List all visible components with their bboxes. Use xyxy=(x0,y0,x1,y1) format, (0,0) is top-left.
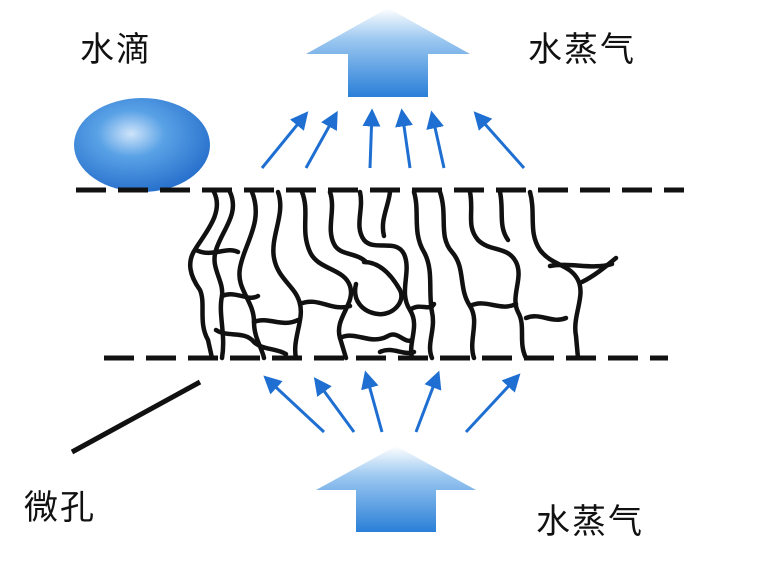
vapor-out-arrows xyxy=(260,108,526,169)
vapor-in-big-arrow xyxy=(316,446,476,532)
water-droplet-label: 水滴 xyxy=(80,30,152,70)
micropore-network xyxy=(187,189,619,361)
vapor-bottom-label: 水蒸气 xyxy=(536,502,644,542)
water-droplet-shape xyxy=(74,98,210,192)
vapor-top-label: 水蒸气 xyxy=(528,30,636,70)
vapor-out-big-arrow xyxy=(306,8,470,97)
micropore-pointer-line xyxy=(70,379,202,455)
membrane-surfaces xyxy=(76,187,684,361)
vapor-in-arrows xyxy=(263,370,521,434)
micropore-label: 微孔 xyxy=(24,488,96,528)
